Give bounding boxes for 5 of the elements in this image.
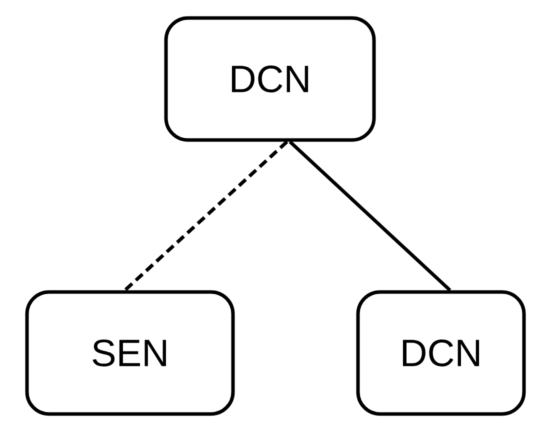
connector-line bbox=[288, 140, 452, 292]
process-box: SEN bbox=[25, 290, 235, 416]
process-box: DCN bbox=[356, 290, 526, 416]
connector-line bbox=[124, 140, 288, 292]
process-box: DCN bbox=[164, 16, 376, 142]
